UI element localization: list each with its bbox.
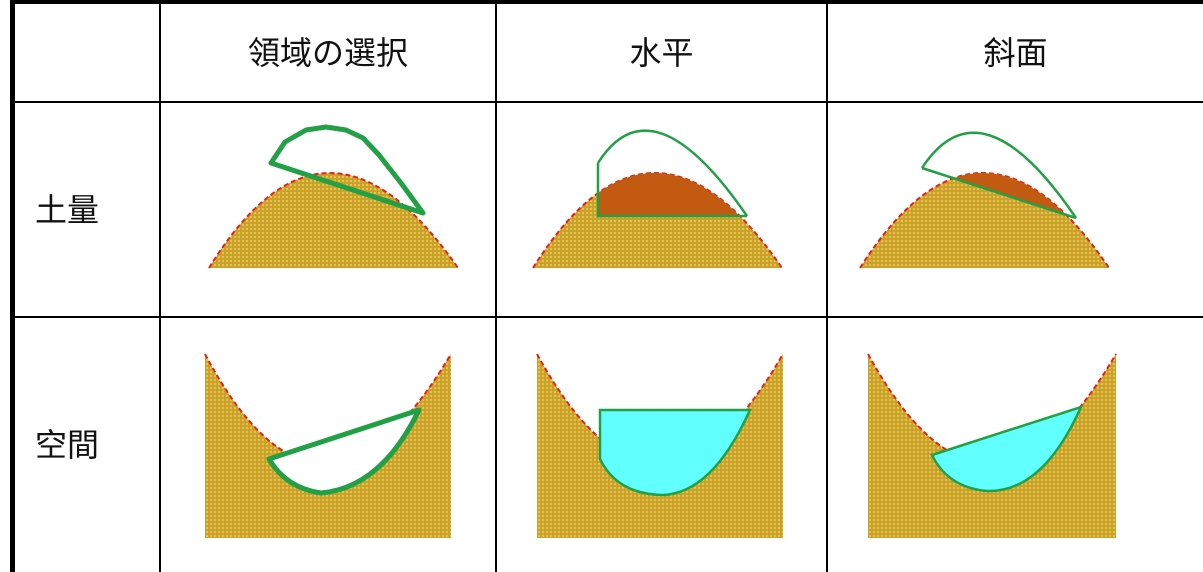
space-horizontal-illustration — [536, 353, 784, 538]
slope-fill-outline — [930, 404, 1084, 493]
horizontal-cut-outline — [596, 163, 747, 218]
horizontal-cut-volume — [598, 173, 782, 216]
header-divider — [15, 101, 1203, 103]
selection-outline — [268, 124, 426, 216]
space-slope-illustration — [867, 353, 1117, 538]
slope-fill-space — [932, 407, 1081, 492]
soil-horizontal-illustration — [532, 129, 783, 269]
horizontal-cut-top — [596, 129, 749, 217]
selection-outline — [266, 407, 422, 496]
excavated-ground — [868, 354, 1116, 538]
soil-mound — [533, 173, 782, 268]
table-border-left — [10, 0, 15, 572]
slope-cut-line — [921, 166, 1077, 220]
space-region-selection-illustration — [204, 353, 452, 538]
row-header-soil-volume: 土量 — [35, 190, 100, 229]
excavated-ground — [205, 354, 451, 538]
row-header-space: 空間 — [35, 426, 100, 464]
column-header-region-selection: 領域の選択 — [247, 33, 408, 72]
column-divider-3 — [826, 4, 828, 572]
soil-mound — [860, 173, 1109, 268]
ground-surface-line — [208, 172, 459, 269]
soil-slope-illustration — [859, 131, 1110, 269]
row-divider — [15, 316, 1203, 318]
column-header-horizontal: 水平 — [629, 33, 694, 72]
column-header-slope: 斜面 — [983, 33, 1048, 72]
horizontal-fill-space — [600, 410, 750, 495]
table-border-top — [10, 0, 1203, 4]
empty-space — [269, 410, 419, 493]
column-divider-1 — [159, 4, 161, 572]
horizontal-fill-outline — [598, 408, 752, 497]
slope-cut-top — [920, 131, 1078, 219]
soil-region-selection-illustration — [208, 124, 459, 269]
column-divider-2 — [495, 4, 497, 572]
soil-mound — [209, 173, 458, 268]
excavated-ground — [537, 354, 783, 538]
